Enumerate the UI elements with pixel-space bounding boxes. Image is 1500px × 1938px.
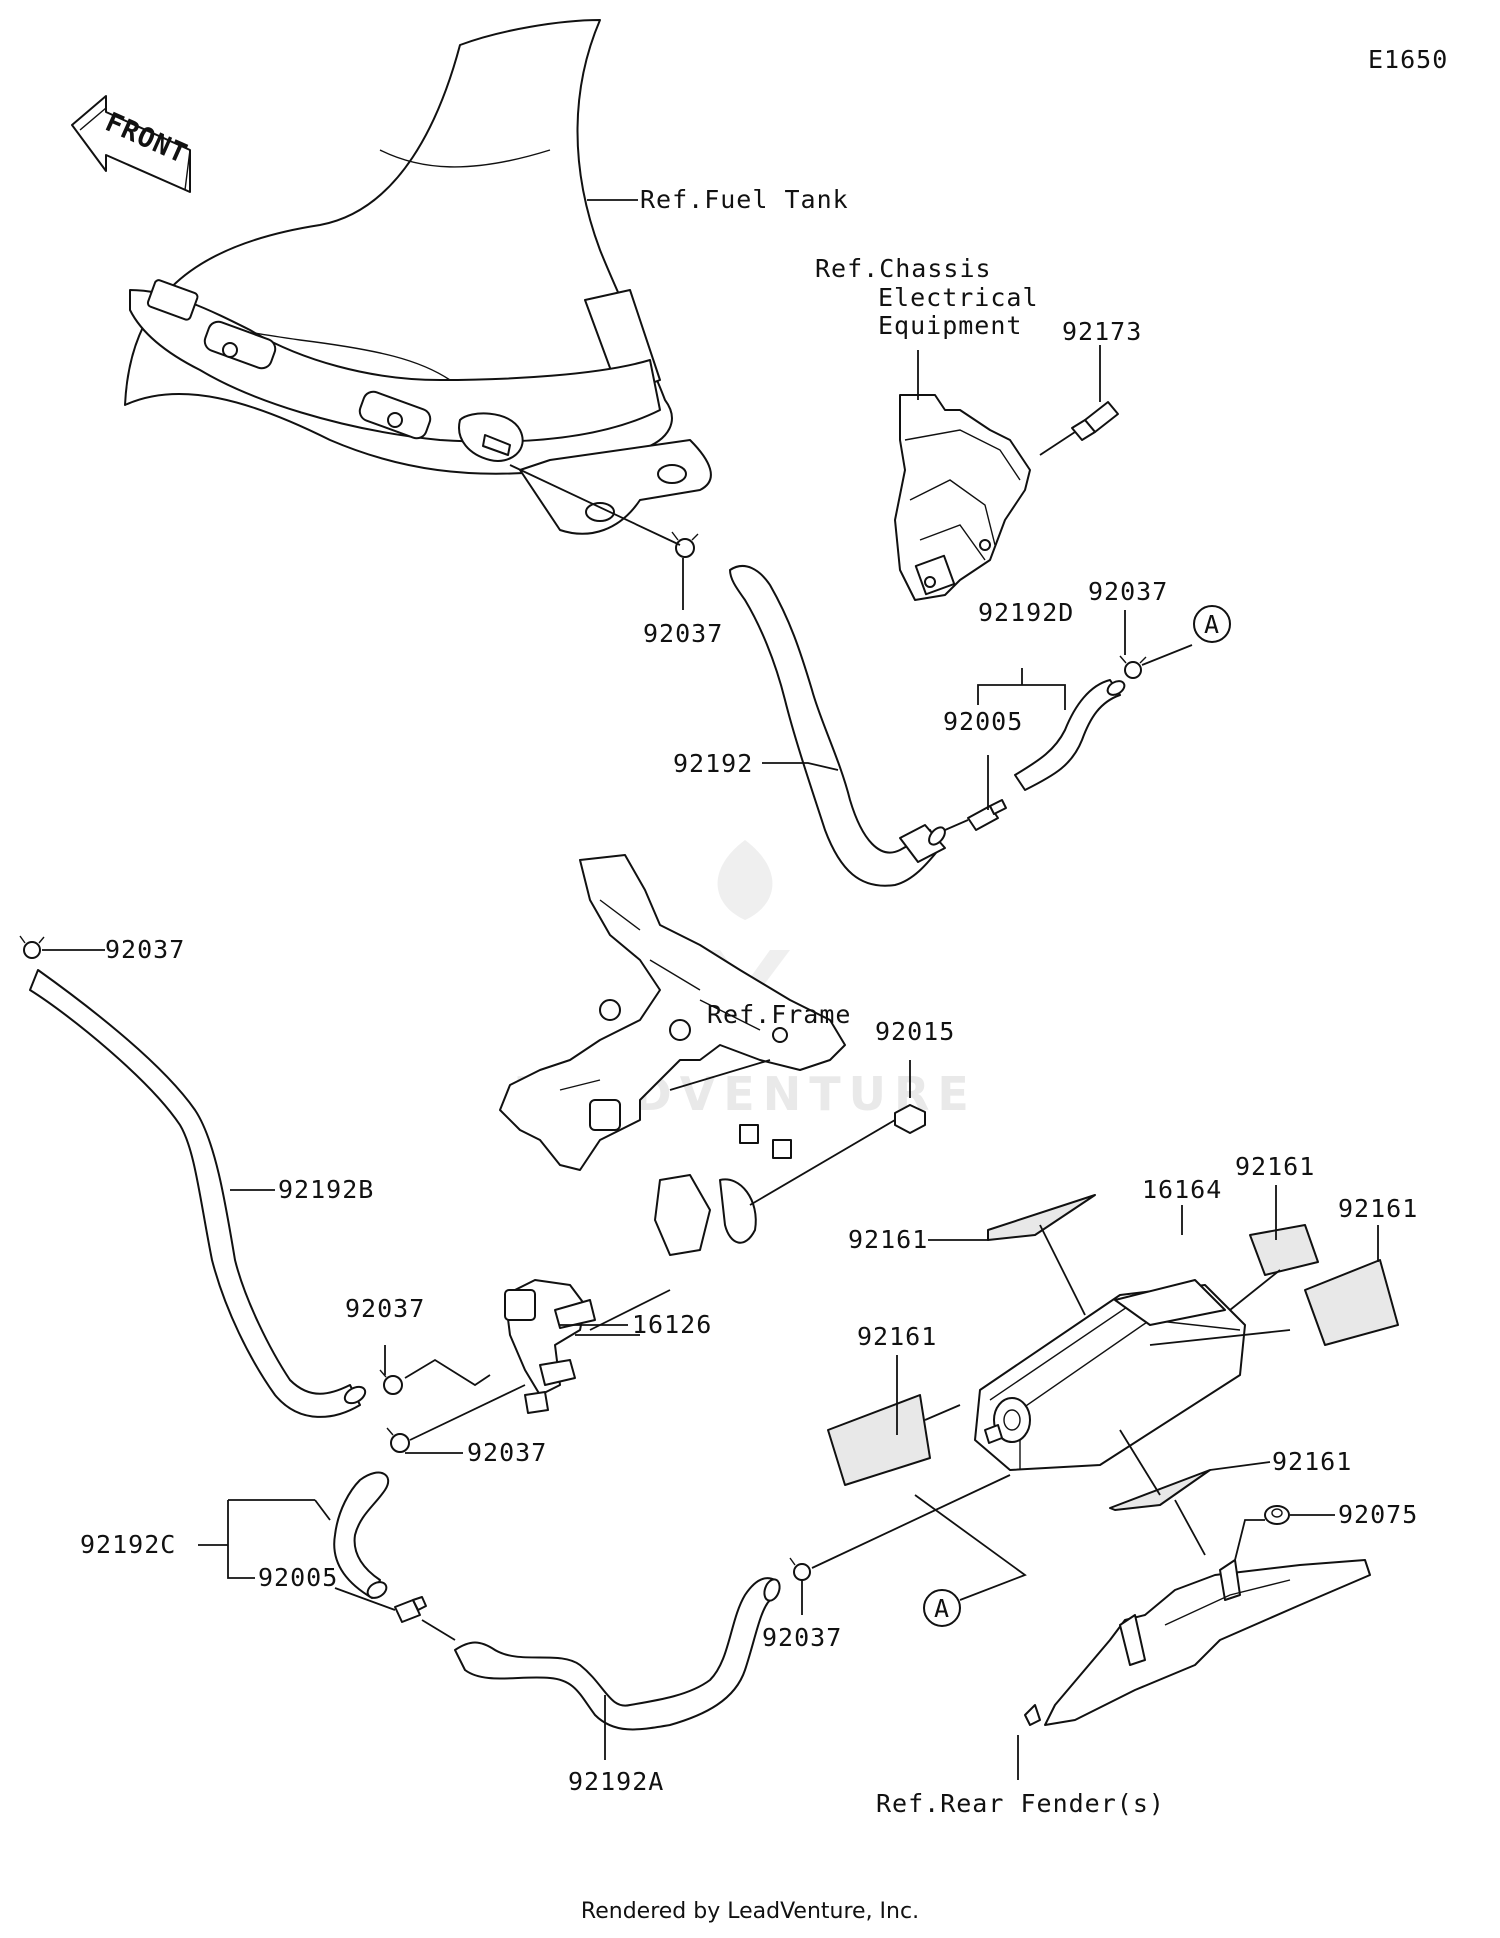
hose-92192-drawing xyxy=(729,565,946,887)
footer-credit: Rendered by LeadVenture, Inc. xyxy=(581,1899,919,1924)
pad-92161-small xyxy=(1249,1224,1319,1276)
nut-92015-icon xyxy=(749,1060,926,1206)
pads-92161 xyxy=(827,1194,1399,1511)
clamp-left-icon xyxy=(19,935,105,959)
part-16164-label: 16164 xyxy=(1142,1175,1222,1204)
frame-drawing xyxy=(499,854,846,1256)
ref-chassis-label-2: Electrical xyxy=(878,283,1039,312)
part-92075-label: 92075 xyxy=(1338,1500,1418,1529)
clamp-bottom-icon xyxy=(789,1474,1011,1581)
part-92005-label-top: 92005 xyxy=(943,707,1023,736)
svg-text:A: A xyxy=(1204,610,1220,639)
part-16126-label: 16126 xyxy=(632,1310,712,1339)
part-92192-label: 92192 xyxy=(673,749,753,778)
hose-92192b-drawing xyxy=(29,969,367,1418)
part-92037-label-mid1: 92037 xyxy=(345,1294,425,1323)
diagram-id: E1650 xyxy=(1368,45,1448,74)
ref-frame-label: Ref.Frame xyxy=(707,1000,851,1029)
clamp-top-icon xyxy=(509,464,699,558)
hose-92192c-drawing xyxy=(333,1471,390,1599)
valve-16126-drawing xyxy=(504,1279,671,1414)
part-92037-label-right: 92037 xyxy=(1088,577,1168,606)
leader-lines xyxy=(198,199,1379,1780)
part-92161-label-c: 92161 xyxy=(848,1225,928,1254)
front-arrow-icon: FRONT xyxy=(71,95,192,193)
canister-16164-drawing xyxy=(974,1279,1246,1471)
clamp-mid2-icon xyxy=(386,1384,526,1453)
part-92037-label-bottom: 92037 xyxy=(762,1623,842,1652)
clamp-right-icon xyxy=(1119,644,1193,679)
hose-92192d-drawing xyxy=(1014,679,1126,791)
part-92005-label-bottom: 92005 xyxy=(258,1563,338,1592)
chassis-bracket-drawing xyxy=(894,394,1031,601)
part-92161-label-e: 92161 xyxy=(1272,1447,1352,1476)
joint-92005-top-icon xyxy=(944,799,1007,831)
callout-a-bottom: A xyxy=(914,1494,1027,1627)
ref-rear-fender-label: Ref.Rear Fender(s) xyxy=(876,1789,1165,1818)
callout-a-top: A xyxy=(1193,605,1231,643)
ref-chassis-label: Ref.Chassis xyxy=(815,254,992,283)
part-92161-label-a: 92161 xyxy=(1235,1152,1315,1181)
part-92192d-label: 92192D xyxy=(978,598,1074,627)
pad-92161-bottom xyxy=(1109,1469,1211,1511)
pad-92161-top xyxy=(987,1194,1096,1241)
rear-fender-drawing xyxy=(1024,1499,1371,1726)
part-92161-label-b: 92161 xyxy=(1338,1194,1418,1223)
clamp-mid1-icon xyxy=(379,1358,491,1395)
joint-92005-bottom-icon xyxy=(394,1596,456,1641)
part-92015-label: 92015 xyxy=(875,1017,955,1046)
part-92192c-label: 92192C xyxy=(80,1530,176,1559)
part-92161-label-d: 92161 xyxy=(857,1322,937,1351)
part-92173-label: 92173 xyxy=(1062,317,1142,346)
pad-92161-left xyxy=(827,1394,931,1486)
svg-text:A: A xyxy=(934,1594,950,1623)
grommet-92075-icon xyxy=(1264,1505,1290,1525)
part-92192a-label: 92192A xyxy=(568,1767,664,1796)
part-92192b-label: 92192B xyxy=(278,1175,374,1204)
ref-fuel-tank-label: Ref.Fuel Tank xyxy=(640,185,849,214)
hose-92192a-drawing xyxy=(454,1577,781,1731)
labels: Ref.Fuel Tank Ref.Chassis Electrical Equ… xyxy=(80,185,1418,1818)
part-92037-label-left: 92037 xyxy=(105,935,185,964)
part-92037-label-top: 92037 xyxy=(643,619,723,648)
bolt-92173-icon xyxy=(1039,401,1119,456)
pad-92161-right xyxy=(1304,1259,1399,1346)
part-92037-label-mid2: 92037 xyxy=(467,1438,547,1467)
fuel-tank-drawing xyxy=(124,19,712,535)
ref-chassis-label-3: Equipment xyxy=(878,311,1022,340)
